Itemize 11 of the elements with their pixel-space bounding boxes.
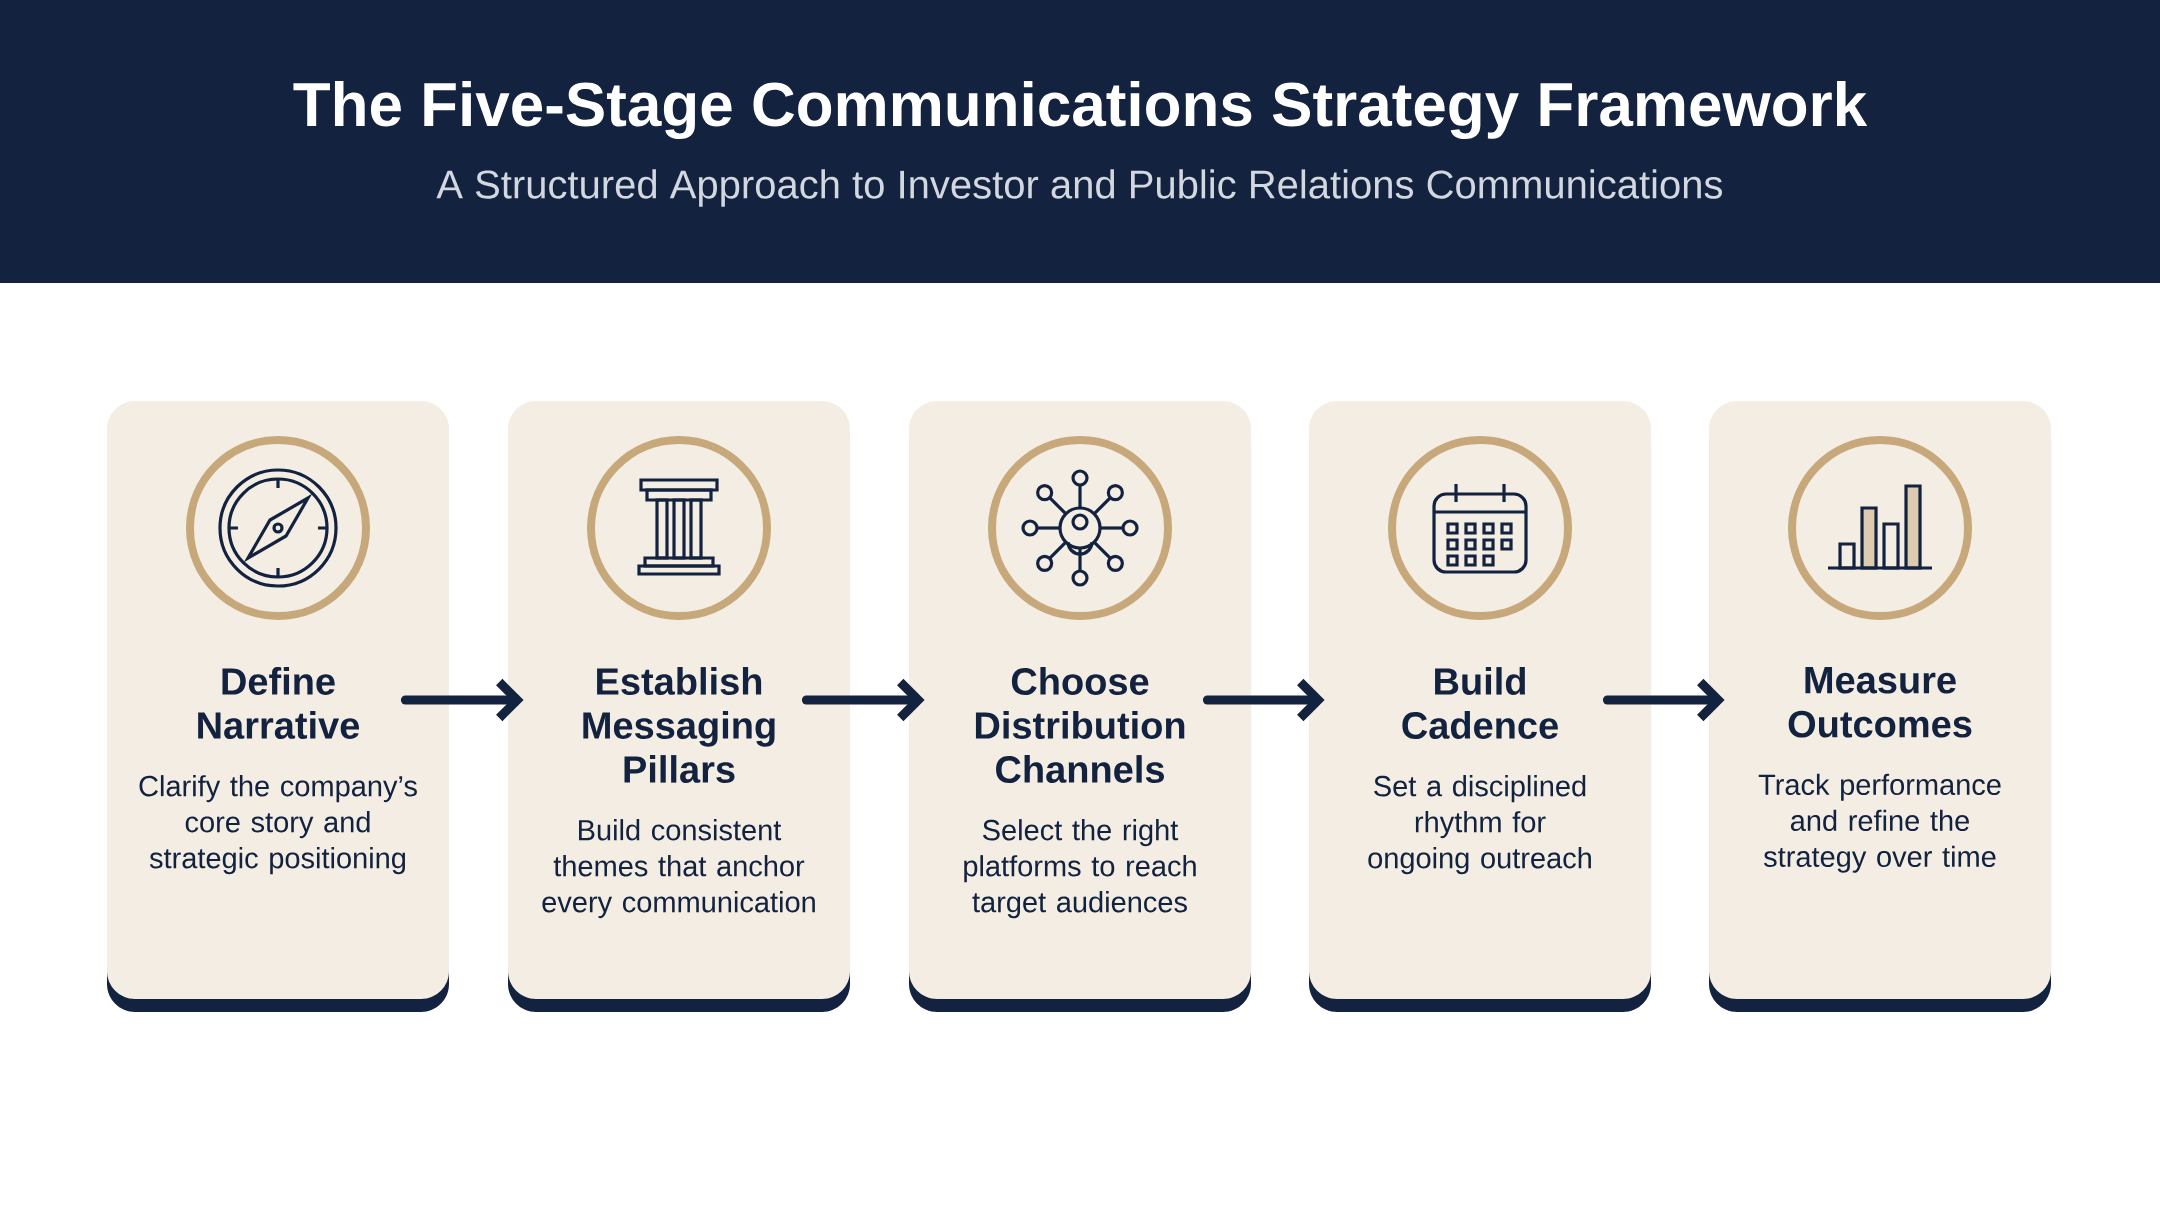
arrow (1202, 678, 1325, 722)
card: Define Narrative Clarify the company’s core story and strategic positioning (107, 401, 449, 1012)
card: Establish Messaging Pillars Build consistent themes that anchor every communication (508, 401, 850, 1012)
card: Choose Distribution Channels Select the right platforms to reach target audiences (909, 401, 1251, 1012)
title: The Five-Stage Communications Strategy Framework (293, 80, 1868, 140)
subtitle: A Structured Approach to Investor and Public Relations Communications (436, 169, 1722, 207)
card: Build Cadence Set a disciplined rhythm for ongoing outreach (1309, 401, 1651, 1012)
arrow (400, 678, 524, 722)
card: Measure Outcomes Track performance and refine the strategy over time (1709, 401, 2051, 1012)
arrow (801, 678, 925, 722)
arrow (1602, 678, 1725, 722)
